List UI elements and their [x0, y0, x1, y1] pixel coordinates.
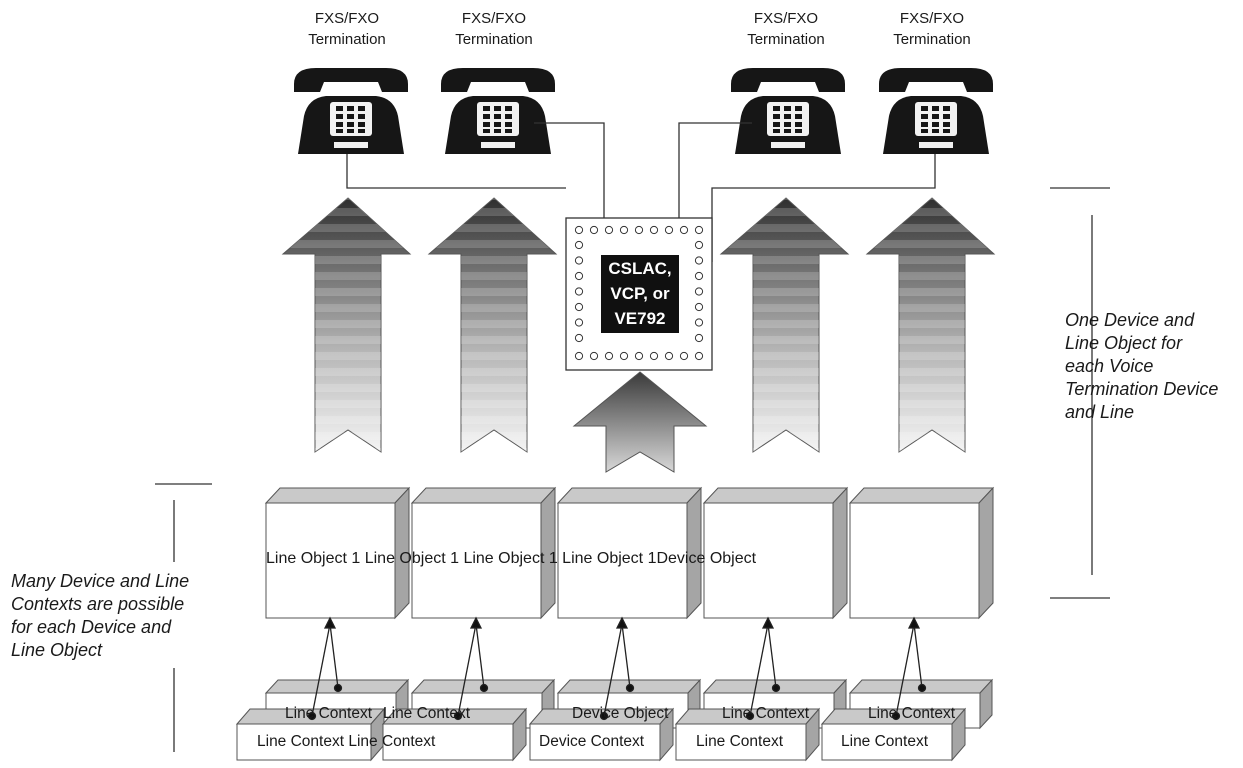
chip-pin — [574, 351, 584, 361]
chip-pin — [589, 225, 599, 235]
phone-label-line: Termination — [893, 31, 971, 48]
chip-pin — [619, 351, 629, 361]
arrow — [865, 197, 996, 453]
phone-label: FXS/FXO Termination — [716, 8, 856, 50]
chip-pin — [574, 302, 584, 312]
right-note-line: Line Object for — [1065, 333, 1183, 353]
phone-label-line: Termination — [455, 31, 533, 48]
chip-label-line: VE792 — [614, 309, 666, 328]
context-label: Line Context — [383, 705, 471, 722]
chip-label-line: VCP, or — [610, 284, 670, 303]
chip-pin — [694, 318, 704, 327]
context-label: Line Context — [722, 705, 810, 722]
left-note-line: Contexts are possible — [11, 594, 185, 614]
chip-pin — [589, 351, 599, 361]
context-label: Line Context Line Context — [257, 733, 436, 750]
right-note-line: Termination Device — [1065, 379, 1219, 399]
chip-pin — [574, 318, 584, 327]
chip-pin — [604, 351, 614, 361]
chip-pin — [619, 225, 629, 235]
chip-pin — [574, 333, 584, 343]
chip-pin — [634, 225, 644, 235]
chip-label: CSLAC, VCP, or VE792 — [601, 255, 679, 333]
right-note-line: One Device and — [1065, 310, 1195, 330]
phone-icon — [441, 68, 555, 154]
right-note: One Device and Line Object for each Voic… — [1065, 309, 1218, 424]
context-label: Line Context — [285, 705, 373, 722]
objects-row-label: Line Object 1 Line Object 1 Line Object … — [266, 550, 757, 567]
phone-label-line: Termination — [747, 31, 825, 48]
brackets — [155, 187, 1110, 752]
chip-label-line: CSLAC, — [608, 259, 672, 278]
chip-pin — [574, 271, 584, 281]
chip-arrow — [572, 371, 708, 473]
left-note-line: Line Object — [11, 640, 103, 660]
chip-pin — [694, 271, 704, 281]
chip-pin — [679, 351, 689, 361]
chip-pin — [649, 225, 659, 235]
phone-label-line: Termination — [308, 31, 386, 48]
chip-pin — [574, 240, 584, 250]
right-note-line: and Line — [1065, 402, 1135, 422]
left-note: Many Device and Line Contexts are possib… — [11, 570, 189, 662]
chip-pin — [694, 333, 704, 343]
context-label: Line Context — [868, 705, 956, 722]
right-note-line: each Voice — [1065, 356, 1154, 376]
left-note-line: for each Device and — [11, 617, 172, 637]
chip-pin — [664, 225, 674, 235]
phone-label-line: FXS/FXO — [314, 10, 380, 27]
phone-label: FXS/FXO Termination — [862, 8, 1002, 50]
arrow — [719, 197, 850, 453]
phone-icon — [879, 68, 993, 154]
phone-label-line: FXS/FXO — [899, 10, 965, 27]
chip-pin — [694, 256, 704, 265]
arrow — [427, 197, 558, 453]
chip-pin — [574, 225, 584, 235]
line-object-cube — [702, 486, 849, 620]
phone-label: FXS/FXO Termination — [277, 8, 417, 50]
line-object-cube — [264, 486, 411, 620]
chip-pin — [634, 351, 644, 361]
chip-pin — [574, 287, 584, 296]
left-note-line: Many Device and Line — [11, 571, 190, 591]
chip-pin — [694, 287, 704, 296]
chip-pin — [694, 240, 704, 250]
context-label: Line Context — [696, 733, 784, 750]
chip-pin — [604, 225, 614, 235]
phone-icon — [731, 68, 845, 154]
chip-pin — [694, 351, 704, 361]
line-object-cube — [410, 486, 557, 620]
phone-label: FXS/FXO Termination — [424, 8, 564, 50]
chip-pin — [649, 351, 659, 361]
chip-pin — [694, 225, 704, 235]
phone-label-line: FXS/FXO — [461, 10, 527, 27]
chip-pin — [664, 351, 674, 361]
object-cubes — [264, 486, 995, 620]
device-object-cube — [848, 486, 995, 620]
chip-pin — [574, 256, 584, 265]
phone-label-line: FXS/FXO — [753, 10, 819, 27]
chip-pin — [679, 225, 689, 235]
line-object-cube — [556, 486, 703, 620]
context-label: Device Context — [539, 733, 645, 750]
chip-pin — [694, 302, 704, 312]
context-connectors — [307, 616, 927, 721]
context-label: Line Context — [841, 733, 929, 750]
context-label: Device Object — [572, 705, 669, 722]
arrow — [281, 197, 412, 453]
phone-icon — [294, 68, 408, 154]
